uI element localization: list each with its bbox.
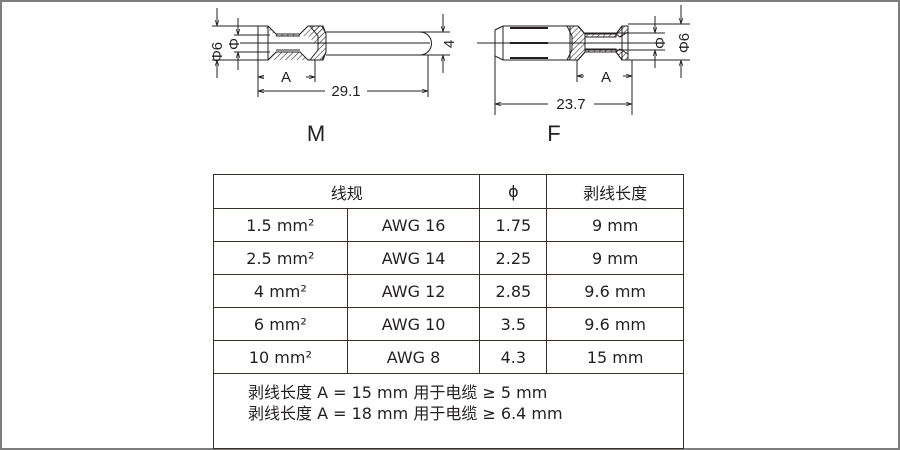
cell-phi: 1.75: [479, 208, 548, 242]
wire-spec-table: 线规 ϕ 剥线长度 1.5 mm² AWG 16 1.75 9 mm 2.5 m…: [212, 174, 684, 449]
table-row: 6 mm² AWG 10 3.5 9.6 mm: [213, 307, 684, 341]
cell-phi: 4.3: [479, 340, 548, 374]
male-pin-diameter-label: 4: [441, 40, 458, 48]
female-label: F: [547, 121, 560, 146]
cell-mm2: 10 mm²: [213, 340, 348, 374]
female-total-length-label: 23.7: [556, 96, 585, 113]
cell-awg: AWG 16: [346, 208, 481, 242]
female-inner-diameter-label: Φ: [652, 37, 669, 49]
male-outer-diameter-label: Φ6: [209, 42, 226, 62]
female-strip-length-label: A: [601, 69, 611, 86]
male-strip-length-label: A: [281, 69, 291, 86]
female-connector-drawing: [477, 5, 690, 115]
cell-strip: 9.6 mm: [546, 307, 684, 341]
cell-strip: 15 mm: [546, 340, 684, 374]
cell-mm2: 6 mm²: [213, 307, 348, 341]
cell-awg: AWG 8: [346, 340, 481, 374]
cell-awg: AWG 14: [346, 241, 481, 275]
table-row: 4 mm² AWG 12 2.85 9.6 mm: [213, 274, 684, 308]
female-outer-diameter-label: Φ6: [676, 33, 693, 53]
cell-strip: 9 mm: [546, 241, 684, 275]
table-row: 1.5 mm² AWG 16 1.75 9 mm: [213, 208, 684, 242]
cell-mm2: 2.5 mm²: [213, 241, 348, 275]
frame-border-right: [898, 0, 900, 450]
frame-border-top: [0, 0, 900, 2]
male-inner-diameter-label: Φ: [226, 38, 243, 50]
frame-border-bottom: [0, 448, 900, 450]
header-wire-gauge: 线规: [212, 174, 481, 209]
cell-phi: 2.25: [479, 241, 548, 275]
male-connector-drawing: [212, 8, 450, 97]
table-row: 2.5 mm² AWG 14 2.25 9 mm: [213, 241, 684, 275]
connector-drawings: Φ6 Φ 4 A 29.1 M: [209, 5, 693, 146]
cell-strip: 9.6 mm: [546, 274, 684, 308]
table-notes-row: 剥线长度 A = 15 mm 用于电缆 ≥ 5 mm 剥线长度 A = 18 m…: [213, 373, 684, 449]
table-header-row: 线规 ϕ 剥线长度: [212, 174, 684, 209]
male-label: M: [307, 121, 325, 146]
header-diameter: ϕ: [479, 174, 548, 209]
cell-strip: 9 mm: [546, 208, 684, 242]
male-total-length-label: 29.1: [331, 83, 360, 100]
notes-cell: 剥线长度 A = 15 mm 用于电缆 ≥ 5 mm 剥线长度 A = 18 m…: [213, 373, 684, 449]
frame-border-left: [0, 0, 2, 450]
header-strip-length: 剥线长度: [546, 174, 684, 209]
note-line: 剥线长度 A = 15 mm 用于电缆 ≥ 5 mm: [248, 383, 548, 402]
cell-phi: 2.85: [479, 274, 548, 308]
cell-mm2: 1.5 mm²: [213, 208, 348, 242]
cell-mm2: 4 mm²: [213, 274, 348, 308]
cell-awg: AWG 10: [346, 307, 481, 341]
cell-phi: 3.5: [479, 307, 548, 341]
note-line: 剥线长度 A = 18 mm 用于电缆 ≥ 6.4 mm: [248, 404, 563, 423]
table-row: 10 mm² AWG 8 4.3 15 mm: [213, 340, 684, 374]
cell-awg: AWG 12: [346, 274, 481, 308]
